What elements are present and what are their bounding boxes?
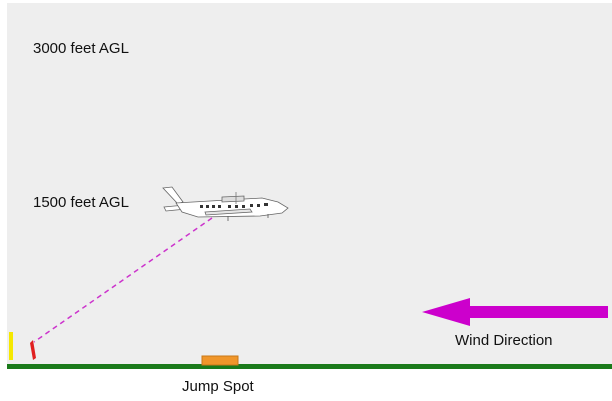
jump-spot-label: Jump Spot (182, 378, 254, 395)
airplane-icon (162, 186, 289, 221)
arrow-left-icon (422, 298, 608, 326)
altitude-label-3000: 3000 feet AGL (33, 40, 129, 57)
altitude-label-1500: 1500 feet AGL (33, 194, 129, 211)
yellow-marker (9, 332, 13, 360)
jump-path-line (33, 217, 213, 343)
sky-background (7, 3, 612, 365)
jump-spot-marker (201, 355, 239, 366)
windsock-icon (30, 340, 36, 360)
wind-direction-label: Wind Direction (455, 332, 553, 349)
ground-line (7, 364, 612, 369)
